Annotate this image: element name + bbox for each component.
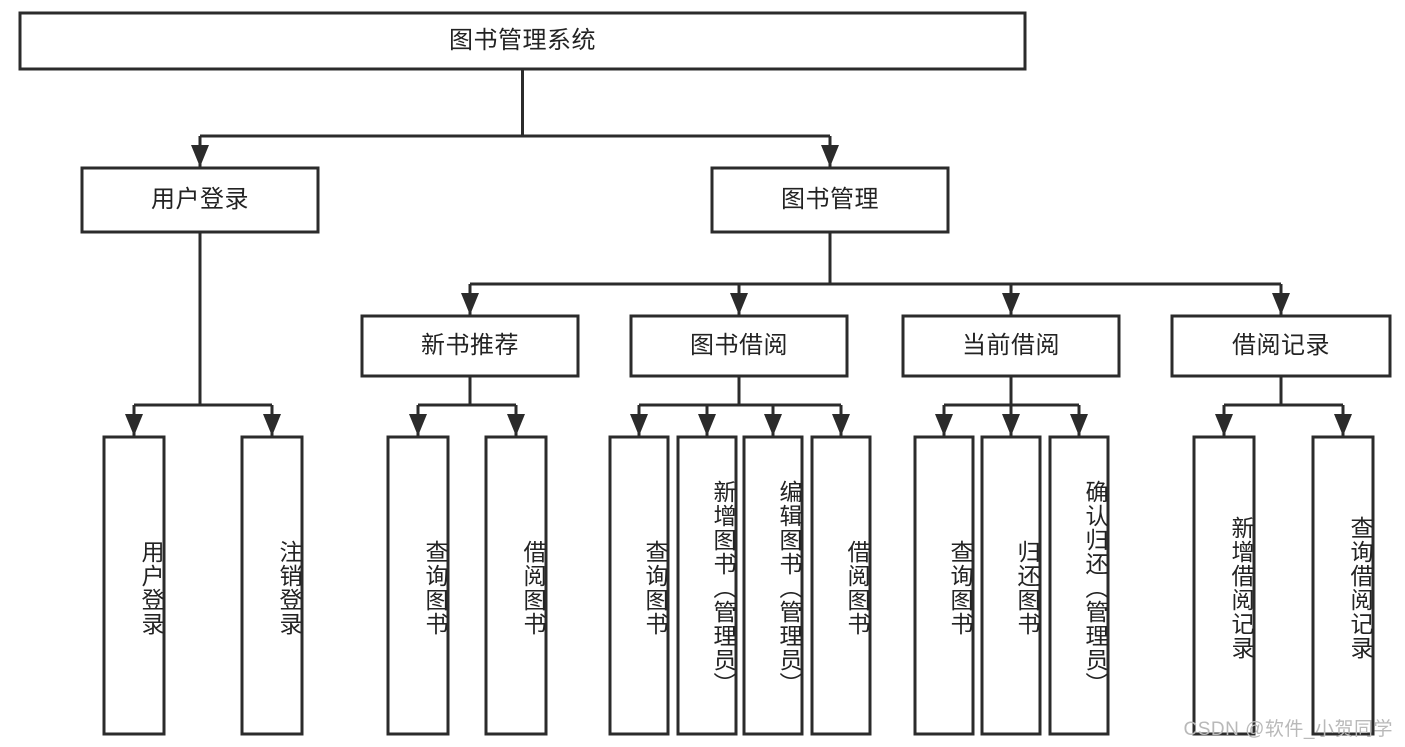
arrow-head-icon (1272, 293, 1290, 315)
node-box-book-manage (710, 166, 950, 234)
arrow-head-icon (507, 414, 525, 436)
node-box-layer (18, 11, 1392, 736)
node-box-new-book-recommend (360, 314, 580, 378)
node-box-root (18, 11, 1027, 71)
arrow-head-icon (409, 414, 427, 436)
arrow-head-icon (821, 145, 839, 167)
arrow-head-icon (125, 414, 143, 436)
arrow-head-icon (461, 293, 479, 315)
arrow-head-icon (191, 145, 209, 167)
node-box-leaf-query-book-2 (608, 435, 670, 736)
arrow-head-icon (698, 414, 716, 436)
node-box-leaf-query-record (1311, 435, 1375, 736)
arrow-head-icon (832, 414, 850, 436)
arrow-head-icon (263, 414, 281, 436)
node-box-leaf-add-book (676, 435, 738, 736)
arrow-head-icon (1070, 414, 1088, 436)
arrow-head-icon (935, 414, 953, 436)
node-box-user-login (80, 166, 320, 234)
node-box-leaf-query-book-1 (386, 435, 450, 736)
arrow-head-icon (1334, 414, 1352, 436)
arrow-head-icon (764, 414, 782, 436)
arrow-head-icon (1002, 293, 1020, 315)
watermark: CSDN @软件_小贺同学 (1183, 719, 1393, 740)
arrow-head-icon (630, 414, 648, 436)
arrow-head-icon (1215, 414, 1233, 436)
node-box-leaf-return-book (980, 435, 1042, 736)
node-box-leaf-edit-book (742, 435, 804, 736)
node-box-borrow-record (1170, 314, 1392, 378)
node-box-leaf-confirm-return (1048, 435, 1110, 736)
arrow-head-icon (730, 293, 748, 315)
node-box-leaf-logout (240, 435, 304, 736)
node-box-leaf-query-book-3 (913, 435, 975, 736)
node-box-current-borrow (901, 314, 1121, 378)
node-box-book-borrow (629, 314, 849, 378)
node-box-leaf-user-login (102, 435, 166, 736)
connector-layer (125, 69, 1352, 436)
node-box-leaf-borrow-book-2 (810, 435, 872, 736)
node-box-leaf-borrow-book-1 (484, 435, 548, 736)
arrow-head-icon (1002, 414, 1020, 436)
node-box-leaf-add-record (1192, 435, 1256, 736)
